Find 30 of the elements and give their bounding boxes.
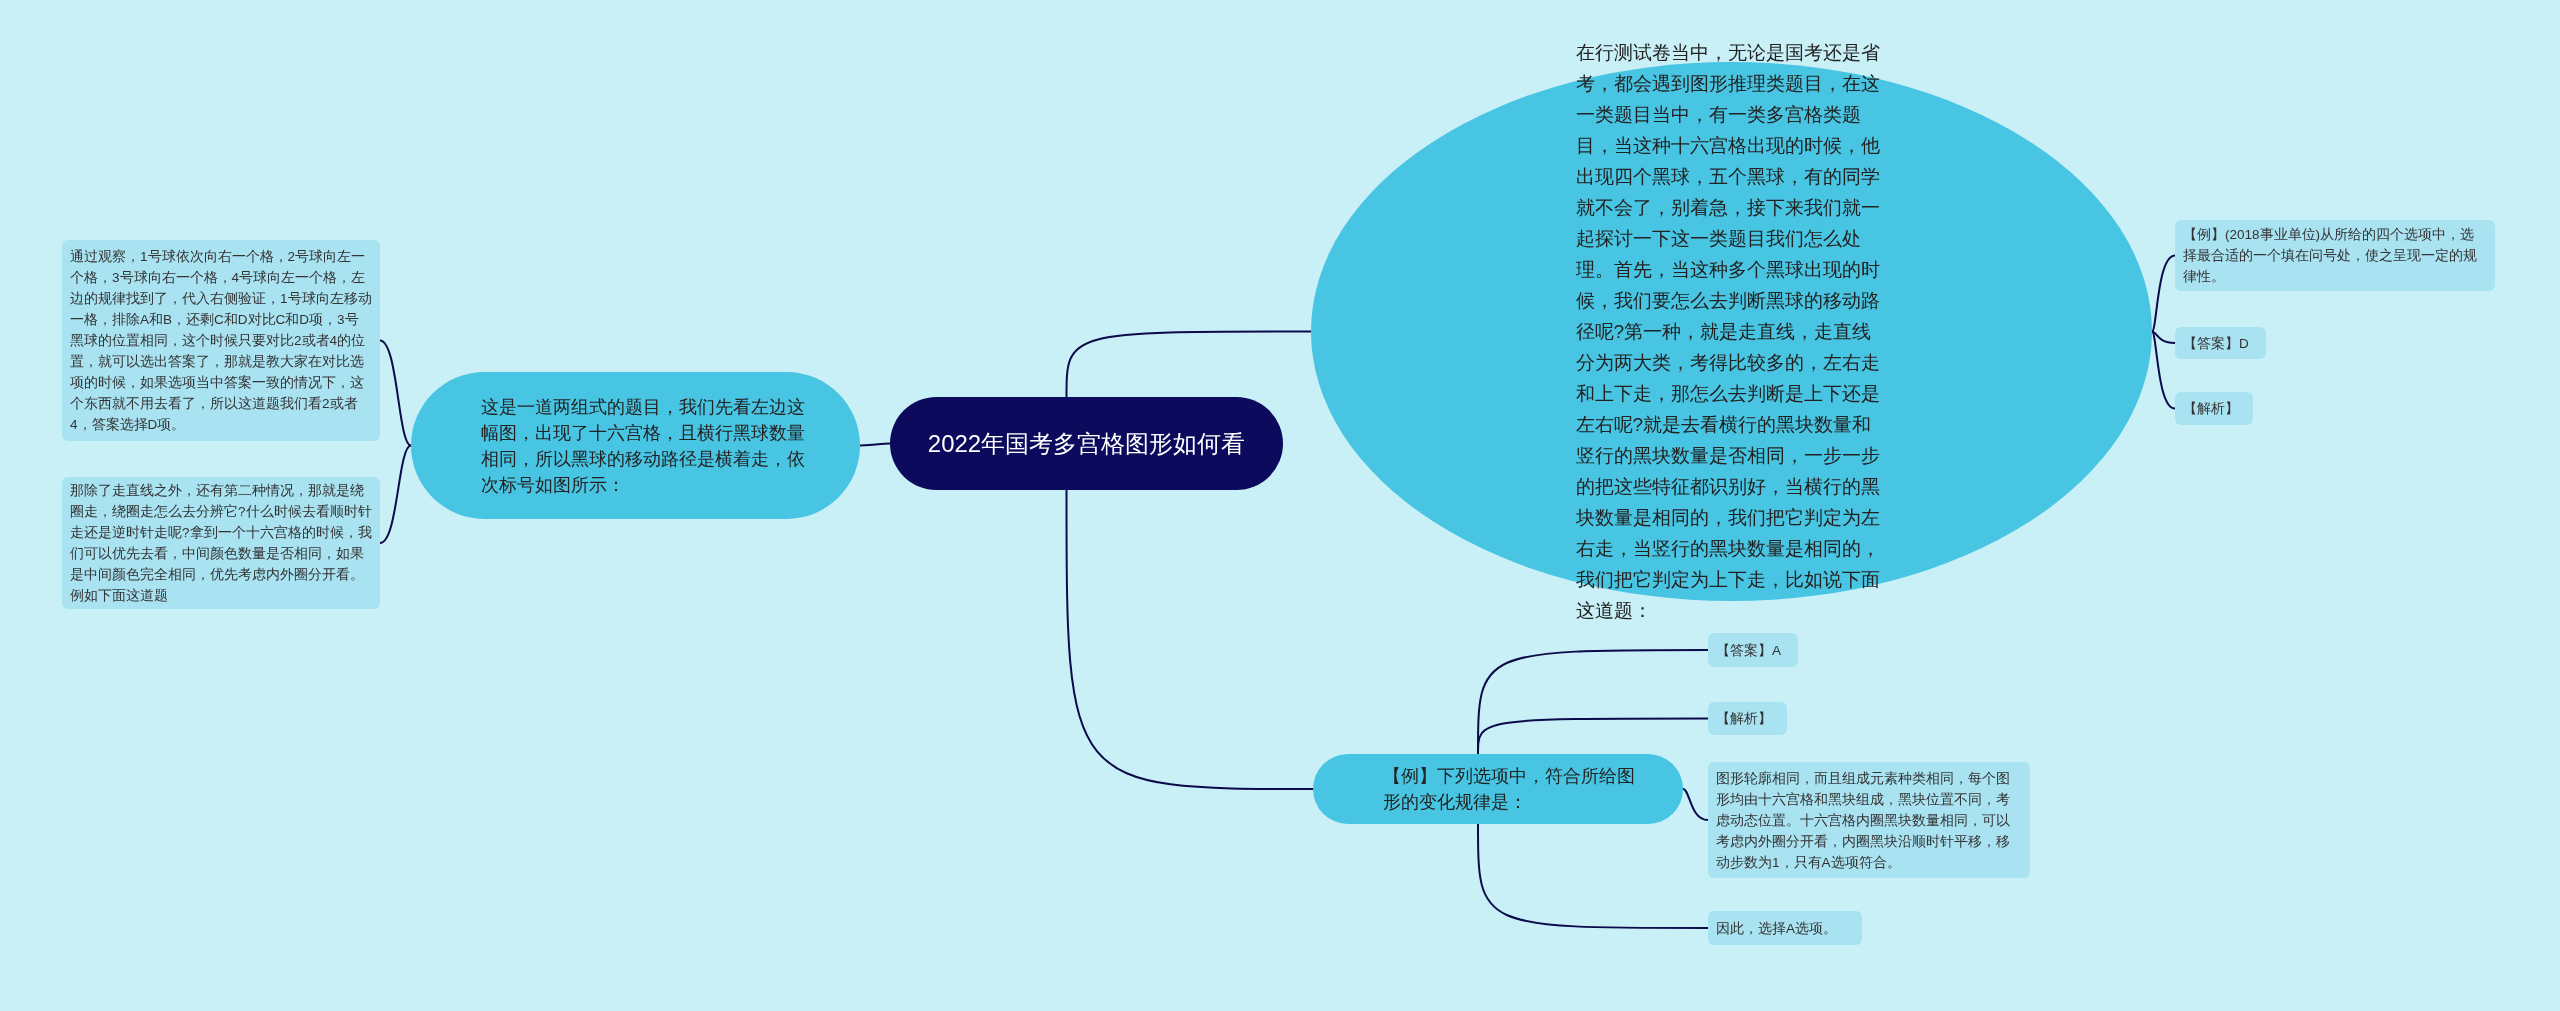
note-card (1708, 762, 2030, 878)
connector-line (1682, 788, 1709, 821)
connector-line (859, 442, 891, 447)
note-card (2175, 327, 2266, 359)
note-card (1708, 702, 1787, 735)
note-card (1708, 633, 1798, 667)
node-text: 【例】下列选项中，符合所给图形的变化规律是： (1383, 765, 1636, 814)
node-text: 【答案】D (2183, 334, 2250, 353)
connector-line (2151, 330, 2176, 344)
node-text: 【解析】 (1716, 710, 1773, 728)
node-text: 【答案】A (1716, 641, 1782, 660)
node-text: 【解析】 (2183, 400, 2240, 418)
connector-line (379, 339, 412, 447)
connector-line (379, 444, 412, 544)
node-text: 通过观察，1号球依次向右一个格，2号球向左一个格，3号球向右一个格，4号球向左一个格，左边的规律找到了，代入右侧验证，1号球向左移动一格，排除A和B，还剩C和D对比C和D项，3号黑球的位置相同，这个时候只要对比2或者4的位置，就可以选出答案了，那就是教大家在对比选项的时候，如果选项当中答案一致的情况下，这个东西就不用去看了，所以这道题我们看2或者4，答案选择D项。 (70, 248, 372, 434)
node-text: 【例】(2018事业单位)从所给的四个选项中，选择最合适的一个填在问号处，使之呈现一定的规律性。 (2183, 226, 2478, 286)
node-text: 在行测试卷当中，无论是国考还是省考，都会遇到图形推理类题目，在这一类题目当中，有一类多宫格类题目，当这种十六宫格出现的时候，他出现四个黑球，五个黑球，有的同学就不会了，别着急，接下来我们就一起探讨一下这一类题目我们怎么处理。首先，当这种多个黑球出现的时候，我们要怎么去判断黑球的移动路径呢?第一种，就是走直线，走直线分为两大类，考得比较多的，左右走和上下走，那怎么去判断是上下还是左右呢?就是去看横行的黑块数量和竖行的黑块数量是否相同，一步一步的把这些特征都识别好，当横行的黑块数量是相同的，我们把它判定为左右走，当竖行的黑块数量是相同的，我们把它判定为上下走，比如说下面这道题： (1575, 41, 1881, 623)
node-text: 这是一道两组式的题目，我们先看左边这幅图，出现了十六宫格，且横行黑球数量相同，所以黑球的移动路径是横着走，依次标号如图所示： (481, 395, 806, 497)
connector-line (2151, 330, 2176, 410)
node-text: 因此，选择A选项。 (1716, 919, 1838, 938)
note-card (2175, 392, 2253, 425)
node-text: 图形轮廓相同，而且组成元素种类相同，每个图形均由十六宫格和黑块组成，黑块位置不同，考虑动态位置。十六宫格内圈黑块数量相同，可以考虑内外圈分开看，内圈黑块沿顺时针平移，移动步数为1，只有A选项符合。 (1716, 769, 2011, 872)
connector-line (1065, 330, 1312, 398)
node-text: 那除了走直线之外，还有第二种情况，那就是绕圈走，绕圈走怎么去分辨它?什么时候去看顺时针走还是逆时针走呢?拿到一个十六宫格的时候，我们可以优先去看，中间颜色数量是否相同，如果是中间颜色完全相同，优先考虑内外圈分开看。例如下面这道题 (70, 482, 372, 605)
note-card (2175, 220, 2495, 291)
note-card (1708, 911, 1862, 945)
connector-line (1065, 489, 1314, 790)
connector-line (2151, 254, 2176, 333)
node-text: 2022年国考多宫格图形如何看 (926, 428, 1247, 459)
connector-line (1477, 823, 1709, 929)
